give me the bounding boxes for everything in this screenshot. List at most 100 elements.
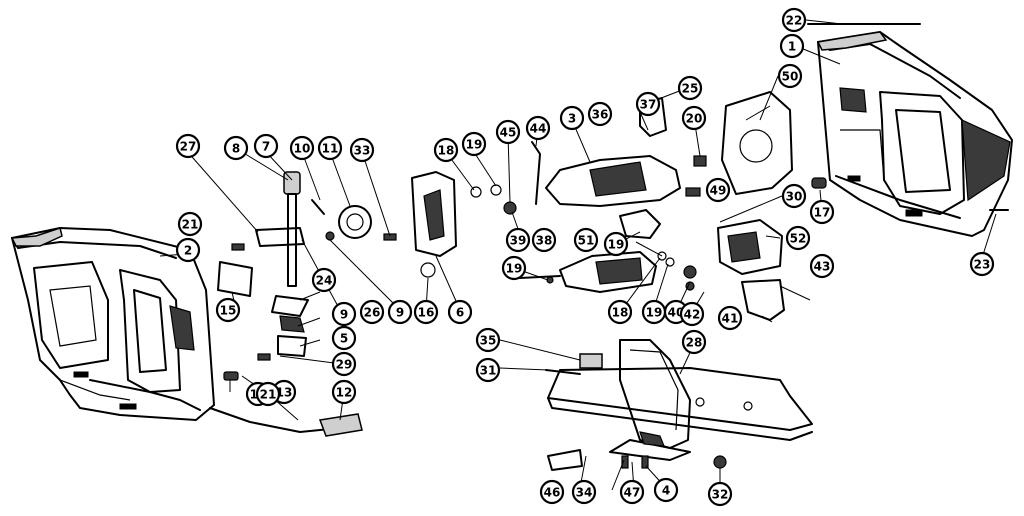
callout-circle	[781, 7, 807, 33]
callout-circle	[175, 133, 201, 159]
callout-circle	[785, 225, 811, 251]
callout-number: 32	[712, 488, 729, 502]
callout-circle	[635, 91, 661, 117]
callout-number: 19	[506, 262, 523, 276]
callout-number: 37	[640, 98, 657, 112]
callout-circle	[619, 479, 645, 505]
callout-number: 6	[456, 306, 464, 320]
callout-c21b: 21	[255, 381, 281, 407]
callout-c32: 32	[707, 481, 733, 507]
callout-c11: 11	[317, 135, 343, 161]
callout-c9a: 9	[331, 301, 357, 327]
callout-circle	[387, 299, 413, 325]
callout-c6: 6	[447, 299, 473, 325]
callout-number: 34	[576, 486, 593, 500]
callout-c12: 12	[331, 379, 357, 405]
callout-c19a: 19	[461, 131, 487, 157]
callout-c9b: 9	[387, 299, 413, 325]
callout-circle	[559, 105, 585, 131]
callout-c34: 34	[571, 479, 597, 505]
callout-circle	[359, 299, 385, 325]
callout-c23: 23	[969, 251, 995, 277]
callout-circle	[705, 177, 731, 203]
callout-number: 18	[438, 144, 455, 158]
callout-number: 1	[788, 40, 796, 54]
callout-number: 9	[396, 306, 404, 320]
callout-number: 19	[466, 138, 483, 152]
callout-number: 9	[340, 308, 348, 322]
callout-number: 10	[294, 142, 311, 156]
callout-number: 18	[612, 306, 629, 320]
callout-number: 27	[180, 140, 197, 154]
callout-circle	[461, 131, 487, 157]
callout-c17: 17	[809, 199, 835, 225]
callout-number: 50	[782, 70, 799, 84]
callout-c19c: 19	[603, 231, 629, 257]
callout-c27: 27	[175, 133, 201, 159]
callout-c20: 20	[681, 105, 707, 131]
callout-circle	[253, 133, 279, 159]
small-parts	[209, 23, 1009, 471]
callout-c19d: 19	[641, 299, 667, 325]
callout-circle	[525, 115, 551, 141]
callout-c43: 43	[809, 253, 835, 279]
callout-c18a: 18	[433, 137, 459, 163]
callout-c38: 38	[531, 227, 557, 253]
callout-c28: 28	[681, 329, 707, 355]
callout-circle	[331, 379, 357, 405]
callout-number: 43	[814, 260, 831, 274]
callout-number: 31	[480, 364, 497, 378]
left-housing-half	[10, 227, 215, 421]
callout-circle	[809, 253, 835, 279]
callout-circle	[177, 211, 203, 237]
callout-circle	[571, 479, 597, 505]
callout-number: 28	[686, 336, 703, 350]
callout-c7: 7	[253, 133, 279, 159]
callout-number: 44	[530, 122, 547, 136]
callout-circle	[607, 299, 633, 325]
callout-number: 45	[500, 126, 517, 140]
callout-c47: 47	[619, 479, 645, 505]
callout-c45: 45	[495, 119, 521, 145]
callout-circle	[317, 135, 343, 161]
callout-number: 8	[232, 142, 240, 156]
callout-number: 30	[786, 190, 803, 204]
callout-number: 12	[336, 386, 353, 400]
callout-c29: 29	[331, 351, 357, 377]
callout-c15: 15	[215, 297, 241, 323]
callout-number: 21	[260, 388, 277, 402]
callout-number: 17	[814, 206, 831, 220]
callout-circle	[679, 301, 705, 327]
callout-c19b: 19	[501, 255, 527, 281]
callout-circle	[413, 299, 439, 325]
callout-number: 5	[340, 332, 348, 346]
callout-circle	[475, 357, 501, 383]
callout-circle	[531, 227, 557, 253]
gear-housing-plate	[411, 171, 457, 278]
field-assembly	[717, 219, 785, 321]
callout-number: 51	[578, 234, 595, 248]
callout-number: 2	[184, 244, 192, 258]
callout-circle	[501, 255, 527, 281]
callout-circle	[505, 227, 531, 253]
callout-number: 29	[336, 358, 353, 372]
callout-number: 42	[684, 308, 701, 322]
callout-layer: 1234567899101112131415161718181919191920…	[175, 7, 995, 507]
armature	[519, 155, 681, 293]
callout-circle	[677, 75, 703, 101]
callout-number: 20	[686, 112, 703, 126]
base-plate	[547, 339, 813, 461]
leader-lines	[159, 19, 997, 491]
callout-c33: 33	[349, 137, 375, 163]
callout-number: 36	[592, 108, 609, 122]
callout-c16: 16	[413, 299, 439, 325]
callout-circle	[289, 135, 315, 161]
right-housing-half	[816, 31, 1013, 237]
callout-number: 19	[608, 238, 625, 252]
callout-circle	[653, 477, 679, 503]
callout-number: 24	[316, 274, 333, 288]
callout-c52: 52	[785, 225, 811, 251]
callout-circle	[603, 231, 629, 257]
callout-c41: 41	[717, 305, 743, 331]
